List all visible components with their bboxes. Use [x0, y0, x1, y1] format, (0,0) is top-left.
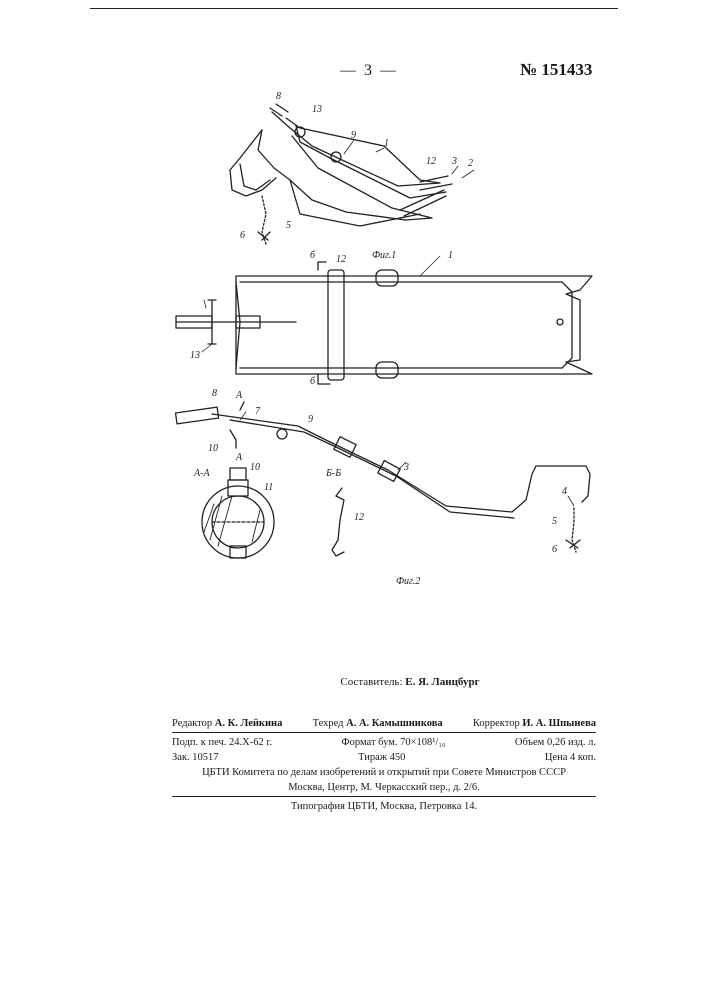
- techred-label: Техред: [313, 718, 344, 729]
- divider: [172, 732, 596, 733]
- cut-b-top: б: [310, 250, 316, 261]
- fig2-caption: Фиг.2: [396, 576, 420, 587]
- label-12: 12: [426, 156, 436, 167]
- label-12b: 12: [336, 254, 346, 265]
- print-row-1: Подп. к печ. 24.X-62 г. Формат бум. 70×1…: [172, 735, 596, 750]
- staff-row: Редактор А. К. Лейкина Техред А. А. Камы…: [172, 716, 596, 731]
- label-1b: 1: [448, 250, 453, 261]
- label-7: 7: [255, 406, 261, 417]
- cut-a-top: А: [235, 390, 243, 401]
- label-12c: 12: [354, 512, 364, 523]
- label-13b: 13: [190, 350, 200, 361]
- label-10b: 10: [250, 462, 260, 473]
- label-9: 9: [351, 130, 356, 141]
- typography-line: Типография ЦБТИ, Москва, Петровка 14.: [172, 799, 596, 814]
- cut-b-bottom: б: [310, 376, 316, 387]
- label-3: 3: [451, 156, 457, 167]
- print-row-2: Зак. 10517 Тираж 450 Цена 4 коп.: [172, 750, 596, 765]
- label-3b: 3: [403, 462, 409, 473]
- label-11: 11: [264, 482, 273, 493]
- divider-2: [172, 796, 596, 797]
- label-10: 10: [208, 443, 218, 454]
- paper-format: Формат бум. 70×108¹/₁₆: [341, 735, 445, 750]
- compiler-label: Составитель:: [340, 676, 402, 688]
- corrector-name: И. А. Шпынева: [522, 718, 596, 729]
- price: Цена 4 коп.: [545, 750, 596, 765]
- fig1-plan-view: [176, 262, 592, 384]
- fig1-caption: Фиг.1: [372, 250, 396, 261]
- corrector-label: Корректор: [473, 718, 520, 729]
- org-line-2: Москва, Центр, М. Черкасский пер., д. 2/…: [172, 780, 596, 795]
- imprint-block: Редактор А. К. Лейкина Техред А. А. Камы…: [172, 716, 596, 814]
- label-6: 6: [240, 230, 245, 241]
- print-run: Тираж 450: [358, 750, 405, 765]
- compiler-line: Составитель: Е. Я. Ланцбург: [260, 676, 560, 688]
- label-6b: 6: [552, 544, 557, 555]
- editor-name: А. К. Лейкина: [215, 718, 283, 729]
- drawing-labels: 8 13 9 1 12 3 2 6 5 Фиг.1 1 12 б б 13 8 …: [190, 91, 567, 587]
- volume: Объем 0,26 изд. л.: [515, 735, 596, 750]
- signed-date: Подп. к печ. 24.X-62 г.: [172, 735, 272, 750]
- editor-label: Редактор: [172, 718, 212, 729]
- label-8b: 8: [212, 388, 217, 399]
- label-2: 2: [468, 158, 473, 169]
- org-line-1: ЦБТИ Комитета по делам изобретений и отк…: [172, 765, 596, 780]
- leader-lines: [202, 140, 574, 506]
- label-5: 5: [286, 220, 291, 231]
- section-b-b: [332, 488, 344, 556]
- label-8: 8: [276, 91, 281, 102]
- order-number: Зак. 10517: [172, 750, 219, 765]
- section-aa-title: А-А: [193, 468, 210, 479]
- label-13: 13: [312, 104, 322, 115]
- techred-name: А. А. Камышникова: [346, 718, 443, 729]
- cut-a-bottom: А: [235, 452, 243, 463]
- label-1: 1: [384, 138, 389, 149]
- fig2-side-view: [176, 402, 590, 552]
- fig1-perspective-view: [230, 104, 452, 244]
- label-4: 4: [562, 486, 567, 497]
- compiler-name: Е. Я. Ланцбург: [405, 676, 479, 688]
- technical-drawing: 8 13 9 1 12 3 2 6 5 Фиг.1 1 12 б б 13 8 …: [0, 0, 707, 640]
- label-9b: 9: [308, 414, 313, 425]
- section-bb-title: Б-Б: [325, 468, 341, 479]
- label-5b: 5: [552, 516, 557, 527]
